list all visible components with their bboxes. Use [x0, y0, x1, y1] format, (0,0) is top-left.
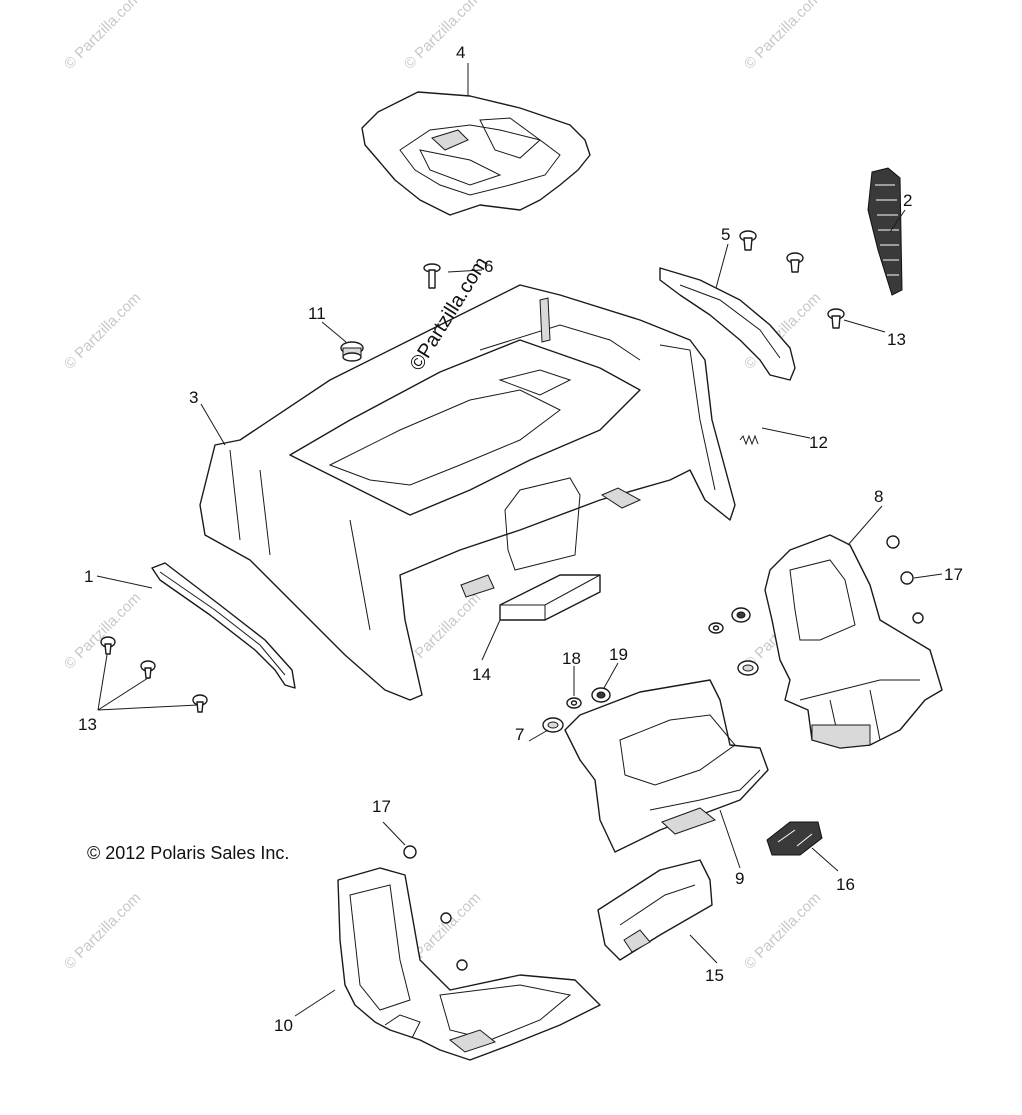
callout-9: 9: [735, 869, 744, 888]
copyright-notice: © 2012 Polaris Sales Inc.: [87, 843, 289, 863]
part-10-floor-panel: [337, 867, 601, 1061]
leader-lines: [96, 63, 943, 1017]
callout-16: 16: [836, 875, 855, 894]
callout-17: 17: [944, 565, 963, 584]
part-16-latch-pad: [766, 821, 823, 856]
callout-4: 4: [456, 43, 465, 62]
callout-7: 7: [515, 725, 524, 744]
part-14-foam-block: [499, 574, 601, 621]
nut-17: [900, 571, 914, 585]
grommet-11: [340, 341, 364, 362]
nut-17: [440, 912, 452, 924]
part-8-storage-bin: [764, 534, 943, 749]
part-15-cover-plate: [597, 859, 713, 961]
watermark: © Partzilla.com: [61, 889, 144, 972]
callout-11: 11: [308, 304, 326, 323]
clip-13: [140, 660, 156, 679]
callout-12: 12: [809, 433, 828, 452]
part-9-tray: [564, 679, 769, 853]
fasteners: [100, 230, 924, 971]
callouts: 4 2 3 5 6 11 12 13 1 13 8 17 14 7 18 19 …: [78, 43, 963, 1035]
nut-17: [912, 612, 924, 624]
grommet-7: [737, 660, 759, 676]
clip-13: [100, 636, 116, 655]
callout-18: 18: [562, 649, 581, 668]
callout-14: 14: [472, 665, 491, 684]
clip-13: [739, 230, 757, 251]
washer-18: [708, 622, 724, 634]
part-2-grille: [867, 167, 903, 296]
callout-10: 10: [274, 1016, 293, 1035]
nut-17: [403, 845, 417, 859]
watermark: © Partzilla.com: [61, 589, 144, 672]
callout-6: 6: [484, 257, 493, 276]
watermark: © Partzilla.com: [741, 889, 824, 972]
callout-5: 5: [721, 225, 730, 244]
clip-13: [192, 694, 208, 713]
callout-8: 8: [874, 487, 883, 506]
callout-17: 17: [372, 797, 391, 816]
grommet-7: [542, 717, 564, 733]
grommet-19: [591, 687, 611, 703]
grommet-19: [731, 607, 751, 623]
callout-3: 3: [189, 388, 198, 407]
callout-2: 2: [903, 191, 912, 210]
callout-13: 13: [78, 715, 97, 734]
watermark: © Partzilla.com: [61, 0, 144, 73]
callout-13: 13: [887, 330, 906, 349]
callout-15: 15: [705, 966, 724, 985]
part-4-cover-panel: [361, 91, 591, 216]
clip-13: [786, 252, 804, 273]
nut-17: [886, 535, 900, 549]
nut-17: [456, 959, 468, 971]
callout-19: 19: [609, 645, 628, 664]
clip-13: [827, 308, 845, 329]
watermark: © Partzilla.com: [61, 289, 144, 372]
part-5-side-rail: [659, 267, 796, 381]
part-1-lower-rail: [151, 562, 296, 689]
part-3-cargo-box: [199, 284, 736, 701]
watermark: © Partzilla.com: [741, 0, 824, 73]
watermark: © Partzilla.com: [401, 0, 484, 73]
spring-12: [739, 434, 759, 446]
washer-18: [566, 697, 582, 709]
screw-6: [423, 263, 441, 289]
callout-1: 1: [84, 567, 93, 586]
